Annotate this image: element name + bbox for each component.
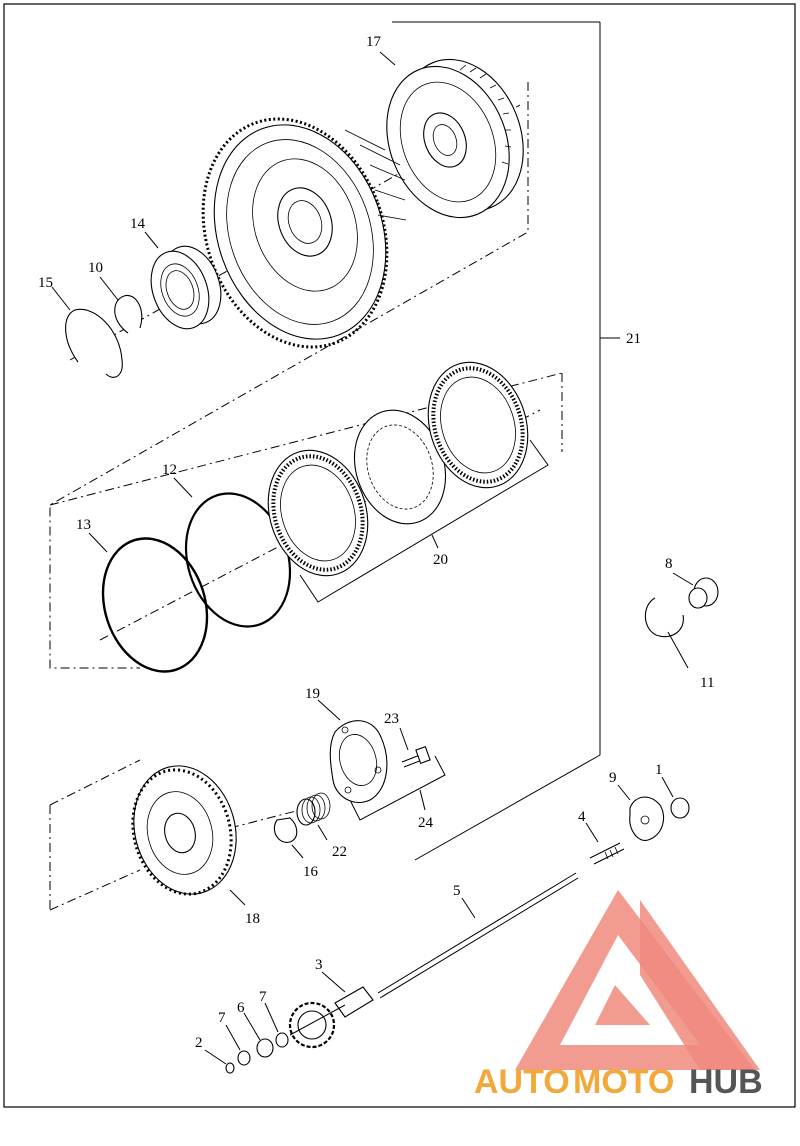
part-5-pushrod — [377, 872, 579, 999]
label-9: 9 — [609, 770, 617, 786]
part-14-bearing — [150, 245, 222, 330]
label-15: 15 — [38, 275, 53, 291]
label-7b: 7 — [259, 989, 267, 1005]
watermark-text-auto: AUTO — [474, 1063, 570, 1101]
label-2: 2 — [195, 1035, 203, 1051]
label-16: 16 — [303, 864, 319, 880]
label-18: 18 — [245, 911, 260, 927]
part-23-bolt — [401, 746, 431, 768]
part-7-washer-b — [275, 1032, 289, 1048]
diagram-frame — [3, 3, 796, 1108]
label-23: 23 — [384, 711, 399, 727]
part-13-ring — [101, 537, 209, 673]
label-4: 4 — [578, 809, 586, 825]
label-8: 8 — [665, 556, 673, 572]
label-21: 21 — [626, 331, 641, 347]
bracket-20 — [299, 439, 549, 603]
part-4-adjusting-screw — [589, 842, 625, 865]
bracket-24 — [349, 755, 446, 821]
label-3: 3 — [315, 957, 323, 973]
label-1: 1 — [655, 762, 663, 778]
label-10: 10 — [88, 260, 103, 276]
label-7a: 7 — [218, 1010, 226, 1026]
label-24: 24 — [418, 815, 434, 831]
part-6-bearing — [256, 1038, 274, 1058]
part-15-retaining-ring — [65, 308, 123, 378]
part-10-snap-ring — [114, 294, 143, 334]
label-11: 11 — [700, 675, 714, 691]
part-16-snap-ring — [273, 817, 298, 843]
label-22: 22 — [332, 844, 347, 860]
part-11-ring — [644, 597, 684, 638]
part-2-clip — [225, 1062, 235, 1074]
label-14: 14 — [130, 216, 146, 232]
label-5: 5 — [453, 883, 461, 899]
label-12: 12 — [162, 462, 177, 478]
leader-lines — [51, 51, 694, 1065]
part-7-washer-a — [237, 1050, 251, 1066]
watermark-logo — [515, 890, 760, 1070]
part-20-plates — [267, 361, 529, 577]
part-17-clutch-hub — [386, 58, 524, 219]
watermark-text-hub: HUB — [689, 1063, 763, 1101]
label-6: 6 — [237, 1000, 245, 1016]
part-3-release-shaft — [288, 986, 374, 1049]
part-9-adjuster-plate — [629, 796, 665, 841]
part-primary-gear — [201, 117, 407, 349]
label-20: 20 — [433, 552, 448, 568]
label-13: 13 — [76, 517, 91, 533]
part-8-nut — [688, 577, 719, 609]
label-17: 17 — [366, 34, 382, 50]
watermark-text-moto: MOTO — [573, 1063, 674, 1101]
part-1-nut — [670, 797, 690, 819]
part-19-lifter-plate — [329, 720, 388, 803]
part-22-spring — [296, 792, 331, 826]
part-18-pressure-plate — [131, 765, 237, 896]
label-19: 19 — [305, 686, 320, 702]
assembly-bracket-21 — [392, 21, 620, 861]
